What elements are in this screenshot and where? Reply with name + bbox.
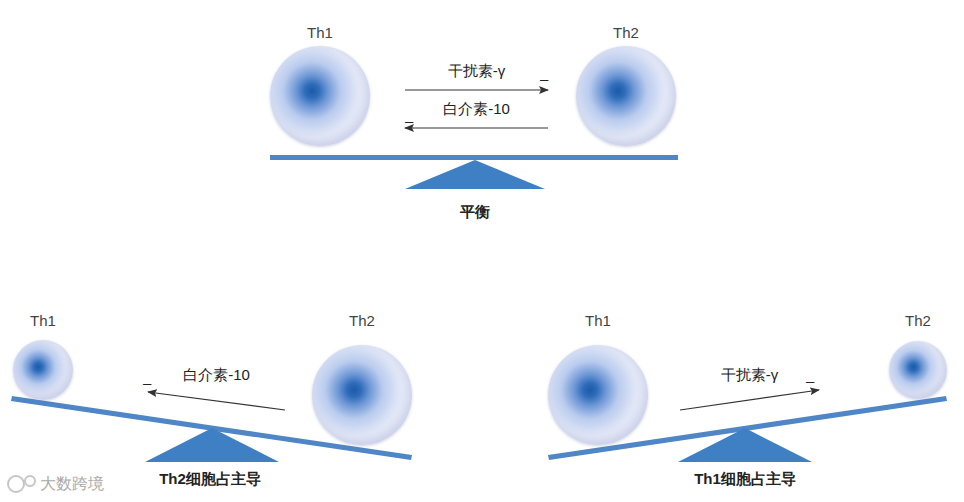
fulcrum [678, 428, 812, 462]
cell-name: Th1 [307, 24, 333, 41]
caption-label: Th2细胞占主导 [159, 470, 261, 489]
t-cell-circle: Th1 [270, 46, 370, 146]
cytokine-label: 干扰素-γ [446, 62, 508, 81]
cytokine-label: 干扰素-γ [719, 366, 781, 385]
cytokine-arrow [405, 89, 548, 90]
cytokine-arrow [405, 127, 548, 128]
cell-name: Th1 [30, 312, 56, 329]
t-cell-circle: Th1 [548, 345, 648, 445]
inhibition-sign: – [143, 374, 151, 391]
t-cell-circle: Th2 [312, 345, 412, 445]
t-cell-circle: Th2 [576, 46, 676, 146]
watermark: 大数跨境 [40, 474, 104, 495]
caption-label: Th1细胞占主导 [694, 470, 796, 489]
cell-name: Th2 [349, 312, 375, 329]
inhibition-sign: – [540, 70, 548, 87]
inhibition-sign: – [806, 372, 814, 389]
caption-label: 平衡 [460, 203, 490, 222]
cytokine-label: 白介素-10 [181, 366, 252, 385]
t-cell-circle: Th1 [13, 340, 73, 400]
cytokine-label: 白介素-10 [441, 100, 512, 119]
cell-name: Th2 [905, 312, 931, 329]
balance-beam [270, 155, 678, 160]
fulcrum [405, 160, 545, 189]
fulcrum [145, 428, 279, 462]
inhibition-sign: – [405, 112, 413, 129]
watermark-logo [8, 476, 35, 492]
t-cell-circle: Th2 [889, 341, 947, 399]
cytokine-arrow [680, 390, 819, 410]
cell-name: Th2 [613, 24, 639, 41]
cell-name: Th1 [585, 312, 611, 329]
cytokine-arrow [148, 392, 285, 410]
